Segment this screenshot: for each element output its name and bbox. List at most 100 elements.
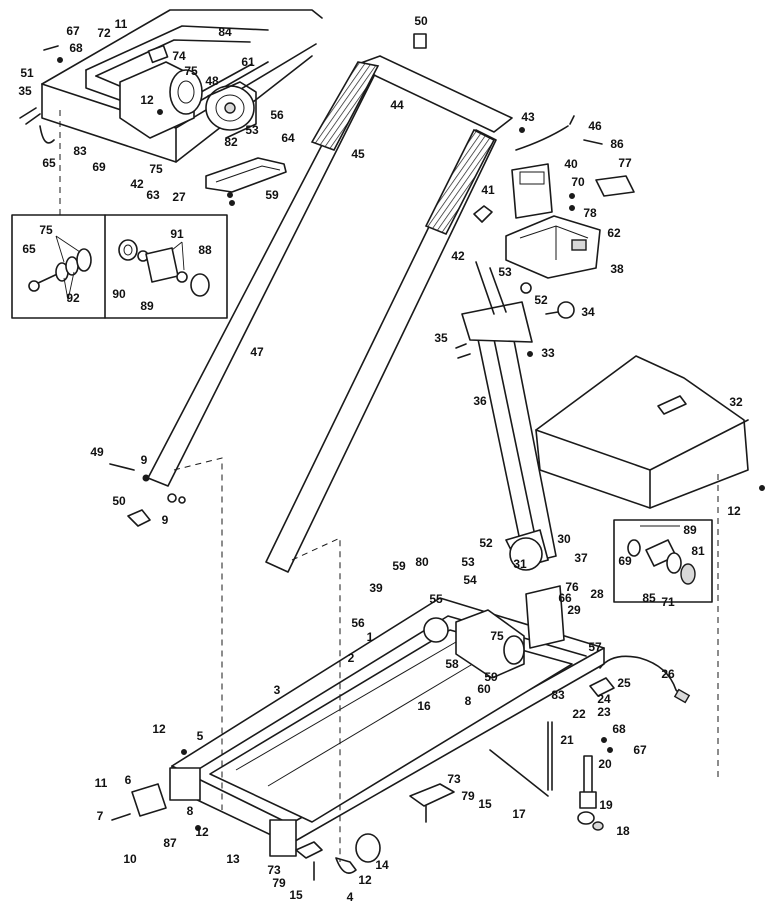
part-label-19: 19 — [599, 798, 613, 812]
part-label-15: 15 — [478, 797, 492, 811]
part-label-31: 31 — [513, 557, 527, 571]
part-label-22: 22 — [572, 707, 586, 721]
rear-endcap-2-icon — [269, 819, 297, 857]
part-label-3: 3 — [274, 683, 281, 697]
part-label-78: 78 — [583, 206, 597, 220]
part-label-15: 15 — [289, 888, 303, 902]
part-label-75: 75 — [490, 629, 504, 643]
part-label-83: 83 — [73, 144, 87, 158]
front-roller-inset — [613, 519, 713, 603]
part-label-46: 46 — [588, 119, 602, 133]
part-label-29: 29 — [567, 603, 581, 617]
part-label-64: 64 — [281, 131, 295, 145]
part-label-60: 60 — [477, 682, 491, 696]
part-label-63: 63 — [146, 188, 160, 202]
part-label-56: 56 — [351, 616, 365, 630]
console-tray-77-icon — [595, 175, 635, 197]
part-label-66: 66 — [558, 591, 572, 605]
part-label-26: 26 — [661, 667, 675, 681]
roller-hardware-inset — [11, 214, 228, 319]
part-label-12: 12 — [195, 825, 209, 839]
part-label-40: 40 — [564, 157, 578, 171]
bracket-74-icon — [147, 44, 169, 64]
part-label-59: 59 — [392, 559, 406, 573]
handgrip-45b-icon — [424, 128, 496, 236]
part-label-12: 12 — [358, 873, 372, 887]
part-label-11: 11 — [95, 776, 108, 790]
part-label-21: 21 — [560, 733, 574, 747]
part-label-51: 51 — [20, 66, 34, 80]
part-label-37: 37 — [574, 551, 588, 565]
part-label-50: 50 — [414, 14, 428, 28]
part-label-71: 71 — [661, 595, 675, 609]
part-label-42: 42 — [451, 249, 465, 263]
part-label-73: 73 — [447, 772, 461, 786]
elevation-assembly — [111, 721, 613, 881]
treadmill-base-frame — [169, 529, 691, 857]
part-label-11: 11 — [115, 17, 128, 31]
part-label-61: 61 — [241, 55, 255, 69]
motor-hood-32-icon — [535, 355, 765, 509]
part-label-73: 73 — [267, 863, 281, 877]
part-label-89: 89 — [683, 523, 697, 537]
part-label-20: 20 — [598, 757, 612, 771]
endcap-50-icon — [413, 33, 427, 49]
rubber-foot-73-icon — [409, 783, 455, 807]
part-label-72: 72 — [97, 26, 111, 40]
screw-icons-inset — [19, 45, 235, 206]
part-label-81: 81 — [691, 544, 705, 558]
motor-58-icon — [455, 609, 525, 679]
rear-endcap-icon — [169, 767, 201, 801]
part-label-65: 65 — [22, 242, 36, 256]
part-label-49: 49 — [90, 445, 104, 459]
part-label-9: 9 — [162, 513, 169, 527]
part-label-2: 2 — [348, 651, 355, 665]
part-label-83: 83 — [551, 688, 565, 702]
part-label-34: 34 — [581, 305, 595, 319]
part-label-54: 54 — [463, 573, 477, 587]
part-label-28: 28 — [590, 587, 604, 601]
part-label-9: 9 — [141, 453, 148, 467]
part-label-84: 84 — [218, 25, 232, 39]
part-label-65: 65 — [42, 156, 56, 170]
upper-handrail-frame — [109, 33, 557, 573]
part-label-68: 68 — [612, 722, 626, 736]
part-label-1: 1 — [367, 630, 374, 644]
part-label-6: 6 — [125, 773, 132, 787]
part-label-67: 67 — [633, 743, 647, 757]
console-computer-40-icon — [511, 163, 553, 219]
part-label-12: 12 — [152, 722, 166, 736]
part-label-33: 33 — [541, 346, 555, 360]
part-label-85: 85 — [642, 591, 656, 605]
part-label-82: 82 — [224, 135, 238, 149]
part-label-27: 27 — [172, 190, 186, 204]
part-label-7: 7 — [97, 809, 104, 823]
part-label-44: 44 — [390, 98, 404, 112]
part-label-4: 4 — [347, 890, 354, 904]
part-label-38: 38 — [610, 262, 624, 276]
part-label-24: 24 — [597, 692, 611, 706]
part-label-90: 90 — [112, 287, 126, 301]
part-label-92: 92 — [66, 291, 80, 305]
part-label-79: 79 — [461, 789, 475, 803]
part-label-79: 79 — [272, 876, 286, 890]
part-label-8: 8 — [187, 804, 194, 818]
motor-cover-pan-icon — [205, 157, 287, 193]
part-label-12: 12 — [727, 504, 741, 518]
part-label-67: 67 — [66, 24, 80, 38]
wheel-14-icon — [355, 833, 381, 863]
part-label-75: 75 — [149, 162, 163, 176]
knob-34-icon — [545, 301, 575, 319]
part-label-69: 69 — [618, 554, 632, 568]
part-label-10: 10 — [123, 852, 137, 866]
part-label-70: 70 — [571, 175, 585, 189]
part-label-87: 87 — [163, 836, 177, 850]
rear-bracket-6-icon — [131, 783, 167, 817]
part-label-69: 69 — [92, 160, 106, 174]
part-label-45: 45 — [351, 147, 365, 161]
part-label-35: 35 — [434, 331, 448, 345]
part-label-50: 50 — [112, 494, 126, 508]
part-label-8: 8 — [465, 694, 472, 708]
